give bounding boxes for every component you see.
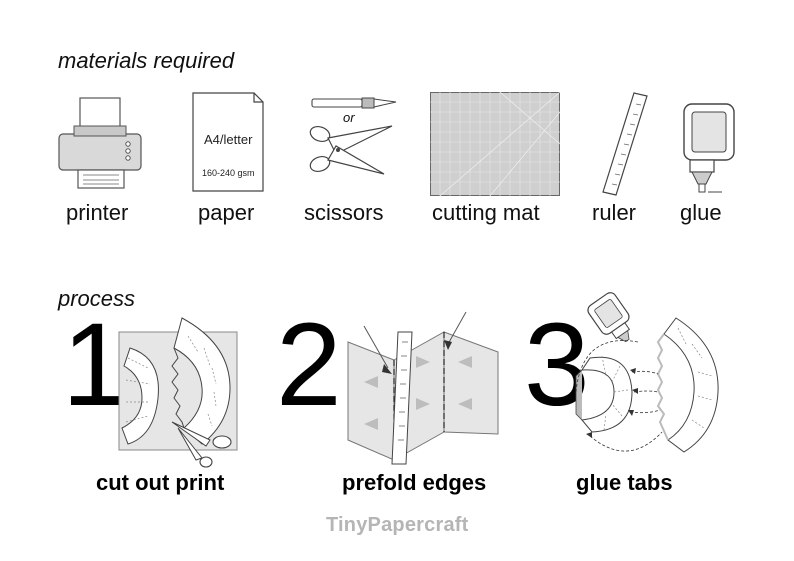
- paper-size-label: A4/letter: [204, 132, 253, 147]
- printer-icon: [58, 97, 142, 189]
- step-1-label: cut out print: [96, 470, 225, 495]
- step-1-number: 1: [62, 299, 128, 431]
- step-3-label: glue tabs: [576, 470, 673, 495]
- cut-out-print-illustration: [118, 317, 238, 468]
- step-2-label: prefold edges: [342, 470, 487, 495]
- glue-bottle-icon: [683, 103, 735, 193]
- paper-weight-label: 160-240 gsm: [202, 168, 255, 178]
- scissors-icon: [309, 125, 393, 175]
- paper-sheet-icon: [192, 92, 264, 192]
- craft-knife-icon: [311, 97, 397, 109]
- step-2-number: 2: [276, 299, 342, 431]
- material-label-scissors: scissors: [304, 200, 384, 225]
- scissors-or-label: or: [343, 110, 355, 125]
- brand-name: TinyPapercraft: [326, 514, 469, 536]
- material-label-printer: printer: [66, 200, 129, 225]
- material-label-cutting-mat: cutting mat: [432, 200, 540, 225]
- ruler-icon: [602, 92, 648, 196]
- prefold-edges-illustration: [347, 311, 499, 465]
- material-label-paper: paper: [198, 200, 255, 225]
- material-label-glue: glue: [680, 200, 722, 225]
- material-label-ruler: ruler: [592, 200, 637, 225]
- materials-title: materials required: [58, 48, 235, 73]
- cutting-mat-icon: [430, 91, 561, 197]
- process-title: process: [58, 286, 136, 311]
- glue-tabs-illustration: [575, 292, 719, 453]
